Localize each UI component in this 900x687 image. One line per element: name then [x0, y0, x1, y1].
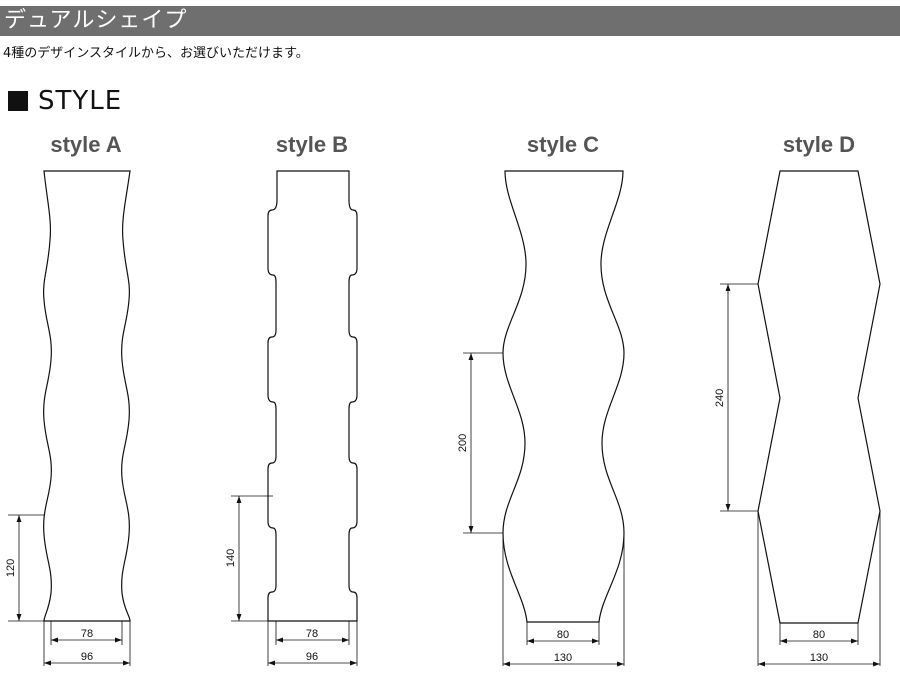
- style-c-label: style C: [526, 132, 600, 157]
- style-c-inner-label: 80: [557, 629, 569, 641]
- style-a-label: style A: [50, 132, 122, 157]
- style-d-shape: [757, 170, 881, 624]
- style-b-label: style B: [275, 132, 349, 157]
- style-c-shape: [502, 170, 625, 623]
- style-b-shape: [267, 170, 358, 622]
- section-heading: STYLE: [8, 86, 122, 116]
- subtitle: 4種のデザインスタイルから、お選びいただけます。: [3, 46, 309, 61]
- style-a-pitch-label: 120: [5, 559, 17, 577]
- title-bar: デュアルシェイプ: [0, 6, 900, 36]
- style-d-label: style D: [782, 132, 856, 157]
- style-d-outer-label: 130: [810, 652, 828, 664]
- style-a-shape: [43, 170, 131, 622]
- style-a-diagram: 120 78 96: [5, 170, 131, 666]
- style-d-pitch-label: 240: [714, 389, 726, 407]
- style-c-diagram: 200 80 130: [457, 170, 625, 667]
- style-b-diagram: 140 78 96: [225, 170, 358, 666]
- page-title: デュアルシェイプ: [4, 8, 188, 33]
- style-c-outer-label: 130: [554, 652, 572, 664]
- section-label: STYLE: [38, 86, 123, 116]
- style-d-diagram: 240 80 130: [714, 170, 881, 667]
- style-b-outer-label: 96: [306, 651, 318, 663]
- style-b-pitch-label: 140: [225, 549, 237, 567]
- style-d-inner-label: 80: [813, 629, 825, 641]
- style-a-outer-label: 96: [81, 651, 93, 663]
- square-bullet-icon: [8, 91, 28, 111]
- style-b-inner-label: 78: [306, 628, 318, 640]
- style-a-inner-label: 78: [81, 628, 93, 640]
- style-c-pitch-label: 200: [457, 434, 469, 452]
